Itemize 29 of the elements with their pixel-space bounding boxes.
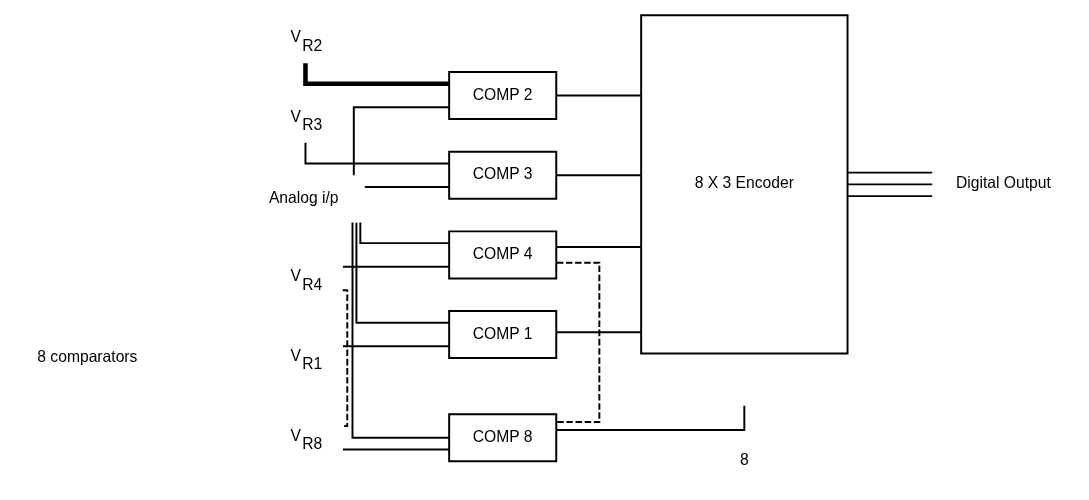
node-text: Analog i/p <box>268 188 339 206</box>
node-box: COMP 8 <box>448 413 558 463</box>
connector <box>555 174 642 177</box>
label: 8 <box>739 451 749 469</box>
connector <box>304 141 450 165</box>
connector <box>555 261 601 424</box>
connector <box>342 448 450 451</box>
connector <box>363 186 451 188</box>
node-box: COMP 1 <box>448 310 558 360</box>
connector <box>555 331 642 334</box>
connector <box>359 221 450 245</box>
node-text: Digital Output <box>955 174 1051 192</box>
connector <box>555 246 642 249</box>
connector <box>555 404 746 431</box>
connector <box>342 265 450 268</box>
connector <box>351 221 450 439</box>
node-box: COMP 4 <box>448 230 558 280</box>
connector <box>555 94 642 97</box>
connector <box>355 221 451 324</box>
connector <box>352 106 450 177</box>
label: 8 comparators <box>37 348 138 366</box>
connector <box>341 289 349 427</box>
connector <box>846 183 934 186</box>
connector <box>342 345 450 348</box>
node-box: COMP 3 <box>448 150 558 200</box>
connector <box>846 195 934 198</box>
node-box: COMP 2 <box>448 71 558 121</box>
node-box: 8 X 3 Encoder <box>640 14 849 355</box>
connector <box>846 171 934 174</box>
